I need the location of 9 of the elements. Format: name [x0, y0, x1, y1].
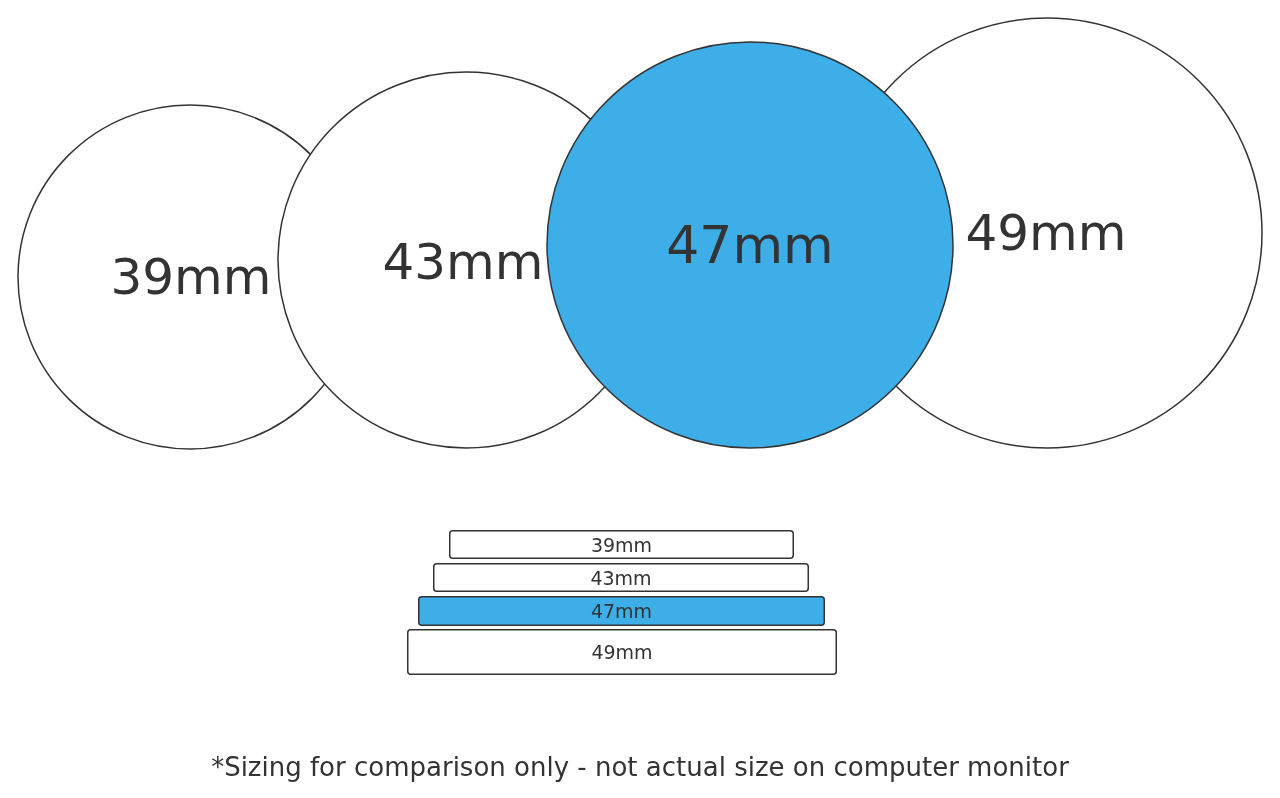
size-label: 49mm: [591, 641, 653, 663]
size-label: 39mm: [590, 533, 653, 556]
size-label: 43mm: [382, 233, 544, 291]
caption: *Sizing for comparison only - not actual size on computer monitor: [211, 752, 1069, 782]
size-label: 43mm: [590, 566, 652, 589]
size-label: 47mm: [666, 215, 834, 275]
size-label: 47mm: [590, 600, 653, 622]
size-label: 39mm: [110, 248, 272, 306]
size-label: 49mm: [965, 204, 1127, 262]
